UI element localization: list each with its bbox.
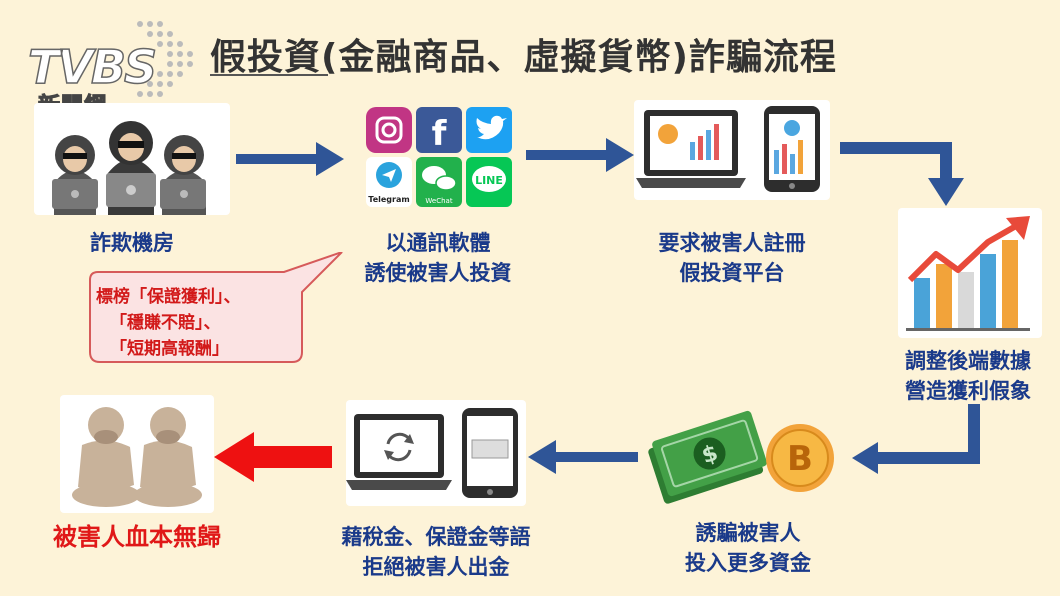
callout-line-3: 「短期高報酬」 xyxy=(110,339,229,359)
logo-dot-pattern xyxy=(137,21,193,97)
laptop-chart-icon xyxy=(636,110,746,188)
logo-brand: TVBS xyxy=(27,39,158,95)
arrow-right-icon xyxy=(526,138,634,172)
blocked-withdrawal-illustration xyxy=(346,400,526,506)
phone-chart-icon xyxy=(764,106,820,192)
bitcoin-icon: B xyxy=(766,424,834,492)
facebook-icon xyxy=(416,107,462,153)
step-3-label: 要求被害人註冊 假投資平台 xyxy=(658,230,806,285)
step-5-label: 誘騙被害人 投入更多資金 xyxy=(685,520,811,575)
svg-text:B: B xyxy=(787,439,813,479)
step-7-label: 被害人血本無歸 xyxy=(53,522,221,551)
instagram-icon xyxy=(366,107,412,153)
callout-bubble xyxy=(89,252,343,363)
svg-text:$: $ xyxy=(699,441,721,470)
laptop-refresh-icon xyxy=(346,414,452,490)
arrow-elbow-down-icon xyxy=(840,142,964,206)
svg-text:Telegram: Telegram xyxy=(368,195,409,204)
step-4-label: 調整後端數據 營造獲利假象 xyxy=(905,348,1031,403)
hacker-icon xyxy=(52,121,206,215)
messaging-apps-grid: f Telegram WeChat LINE xyxy=(362,105,514,211)
arrow-left-red-icon xyxy=(214,432,332,482)
victims-illustration xyxy=(60,395,214,513)
phone-locked-icon xyxy=(462,408,518,498)
title-underlined: 假投資 xyxy=(210,37,322,78)
svg-text:f: f xyxy=(432,114,448,154)
step-6-label: 藉稅金、保證金等語 拒絕被害人出金 xyxy=(341,524,531,579)
step-2-label: 以通訊軟體 誘使被害人投資 xyxy=(364,230,512,285)
title-underline xyxy=(210,74,328,76)
svg-text:WeChat: WeChat xyxy=(425,197,452,205)
money-bitcoin-illustration: $ B xyxy=(648,402,844,514)
growth-chart-illustration xyxy=(898,208,1042,338)
callout-line-2: 「穩賺不賠」、 xyxy=(110,313,221,333)
callout-line-1: 標榜「保證獲利」、 xyxy=(96,287,241,307)
sad-person-icon xyxy=(72,407,202,507)
arrow-elbow-left-icon xyxy=(852,404,980,474)
page-title: 假投資(金融商品、虛擬貨幣)詐騙流程 xyxy=(210,28,837,80)
arrow-left-icon xyxy=(528,440,638,474)
title-rest: (金融商品、虛擬貨幣)詐騙流程 xyxy=(321,37,837,78)
svg-text:LINE: LINE xyxy=(475,174,503,187)
hackers-illustration xyxy=(34,103,230,215)
arrow-right-icon xyxy=(236,142,344,176)
cash-icon: $ xyxy=(648,410,767,504)
step-1-label: 詐欺機房 xyxy=(90,230,174,255)
platform-devices-illustration xyxy=(634,100,830,200)
